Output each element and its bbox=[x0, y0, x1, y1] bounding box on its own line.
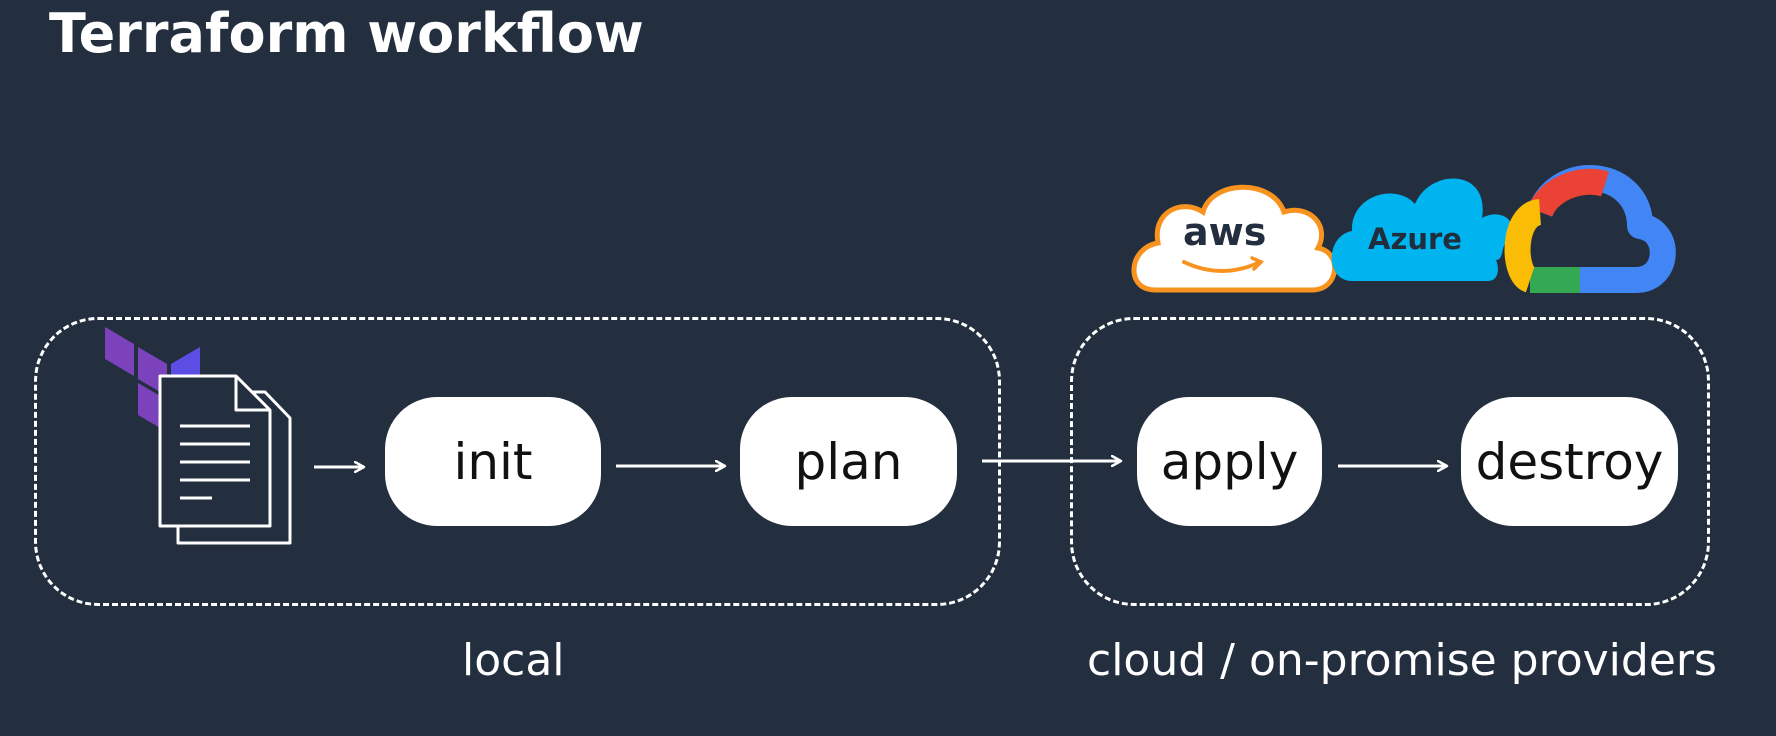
destroy-step: destroy bbox=[1461, 397, 1678, 526]
init-step: init bbox=[385, 397, 601, 526]
local-caption: local bbox=[462, 635, 565, 686]
page-title: Terraform workflow bbox=[49, 2, 644, 65]
azure-logo-icon bbox=[1331, 178, 1513, 281]
cloud-caption: cloud / on-promise providers bbox=[1087, 635, 1717, 686]
azure-logo-text: Azure bbox=[1368, 222, 1462, 256]
apply-step: apply bbox=[1137, 397, 1322, 526]
aws-logo-icon bbox=[1131, 184, 1337, 293]
document-icon bbox=[158, 374, 292, 545]
plan-step: plan bbox=[740, 397, 957, 526]
google-cloud-logo-icon bbox=[1504, 165, 1676, 293]
aws-logo-text: aws bbox=[1183, 210, 1267, 254]
